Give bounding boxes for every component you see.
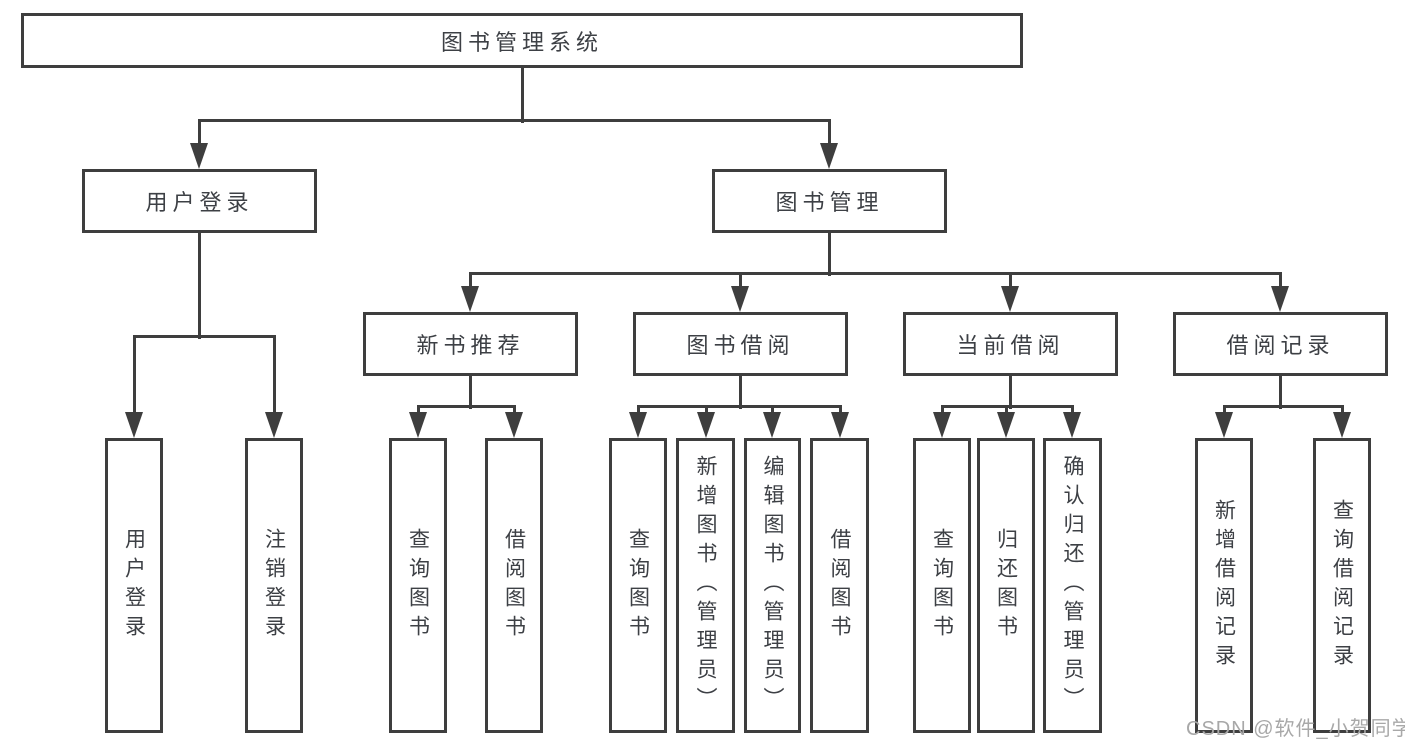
connector-drop (636, 406, 640, 416)
leaf-query-books-borrow-label: 查询图书 (626, 527, 650, 644)
arrow-down-icon (997, 412, 1015, 438)
connector-stem (738, 376, 742, 409)
leaf-confirm-return-admin: 确认归还（管理员） (1043, 438, 1102, 733)
leaf-user-login: 用户登录 (105, 438, 163, 733)
leaf-query-books-current-label: 查询图书 (930, 527, 954, 644)
leaf-borrow-books-recommend-label: 借阅图书 (502, 527, 526, 644)
arrow-down-icon (125, 412, 143, 438)
leaf-query-borrow-record-label: 查询借阅记录 (1330, 498, 1354, 673)
leaf-user-login-label: 用户登录 (122, 527, 146, 644)
arrow-down-icon (265, 412, 283, 438)
leaf-query-books-current: 查询图书 (913, 438, 971, 733)
arrow-down-icon (933, 412, 951, 438)
connector-drop (1340, 406, 1344, 416)
connector-drop (940, 406, 944, 416)
leaf-borrow-books-recommend: 借阅图书 (485, 438, 543, 733)
node-new-book-recommendation: 新书推荐 (363, 312, 578, 376)
node-user-login: 用户登录 (82, 169, 317, 233)
node-book-management: 图书管理 (712, 169, 947, 233)
leaf-borrow-books-borrow: 借阅图书 (810, 438, 869, 733)
connector-rail (197, 118, 831, 122)
leaf-borrow-books-borrow-label: 借阅图书 (828, 527, 851, 644)
node-book-borrowing: 图书借阅 (633, 312, 848, 376)
connector-rail (132, 334, 276, 338)
leaf-logout-label: 注销登录 (262, 527, 286, 644)
arrow-down-icon (1063, 412, 1081, 438)
leaf-edit-book-admin: 编辑图书（管理员） (744, 438, 801, 733)
arrow-down-icon (629, 412, 647, 438)
arrow-down-icon (731, 286, 749, 312)
connector-drop (416, 406, 420, 416)
node-book-management-label: 图书管理 (775, 190, 884, 215)
connector-drop (468, 273, 472, 290)
node-book-borrowing-label: 图书借阅 (686, 333, 795, 358)
node-current-borrowing-label: 当前借阅 (956, 333, 1065, 358)
arrow-down-icon (697, 412, 715, 438)
leaf-edit-book-admin-label: 编辑图书（管理员） (761, 455, 784, 716)
node-borrowing-records-label: 借阅记录 (1226, 333, 1335, 358)
connector-drop (827, 120, 831, 147)
connector-drop (1222, 406, 1226, 416)
arrow-down-icon (190, 143, 208, 169)
connector-stem (827, 233, 831, 276)
leaf-query-books-borrow: 查询图书 (609, 438, 667, 733)
arrow-down-icon (1001, 286, 1019, 312)
connector-drop (770, 406, 774, 416)
leaf-add-book-admin-label: 新增图书（管理员） (694, 455, 717, 716)
connector-rail (1222, 404, 1344, 408)
connector-drop (738, 273, 742, 290)
leaf-add-book-admin: 新增图书（管理员） (676, 438, 735, 733)
connector-drop (1004, 406, 1008, 416)
connector-stem (197, 233, 201, 339)
connector-stem (468, 376, 472, 409)
node-user-login-label: 用户登录 (145, 190, 254, 215)
node-library-system-label: 图书管理系统 (440, 29, 603, 55)
connector-stem (1278, 376, 1282, 409)
connector-stem (520, 68, 524, 123)
arrow-down-icon (763, 412, 781, 438)
arrow-down-icon (820, 143, 838, 169)
node-borrowing-records: 借阅记录 (1173, 312, 1388, 376)
arrow-down-icon (505, 412, 523, 438)
leaf-return-book-label: 归还图书 (994, 527, 1018, 644)
leaf-query-books-recommend: 查询图书 (389, 438, 447, 733)
arrow-down-icon (1333, 412, 1351, 438)
leaf-add-borrow-record: 新增借阅记录 (1195, 438, 1253, 733)
arrow-down-icon (409, 412, 427, 438)
connector-rail (468, 271, 1282, 275)
node-library-system: 图书管理系统 (21, 13, 1023, 68)
connector-rail (636, 404, 842, 408)
connector-rail (416, 404, 516, 408)
watermark-text: CSDN @软件_小贺同学 (1186, 718, 1405, 740)
connector-drop (132, 336, 136, 416)
connector-drop (512, 406, 516, 416)
leaf-add-borrow-record-label: 新增借阅记录 (1212, 498, 1236, 673)
connector-drop (838, 406, 842, 416)
node-new-book-recommendation-label: 新书推荐 (416, 333, 525, 358)
arrow-down-icon (831, 412, 849, 438)
connector-drop (1278, 273, 1282, 290)
connector-drop (272, 336, 276, 416)
arrow-down-icon (461, 286, 479, 312)
leaf-return-book: 归还图书 (977, 438, 1035, 733)
leaf-query-borrow-record: 查询借阅记录 (1313, 438, 1371, 733)
arrow-down-icon (1271, 286, 1289, 312)
connector-stem (1008, 376, 1012, 409)
leaf-query-books-recommend-label: 查询图书 (406, 527, 430, 644)
connector-drop (197, 120, 201, 147)
connector-drop (704, 406, 708, 416)
connector-drop (1070, 406, 1074, 416)
leaf-logout: 注销登录 (245, 438, 303, 733)
node-current-borrowing: 当前借阅 (903, 312, 1118, 376)
arrow-down-icon (1215, 412, 1233, 438)
leaf-confirm-return-admin-label: 确认归还（管理员） (1061, 455, 1084, 716)
connector-drop (1008, 273, 1012, 290)
